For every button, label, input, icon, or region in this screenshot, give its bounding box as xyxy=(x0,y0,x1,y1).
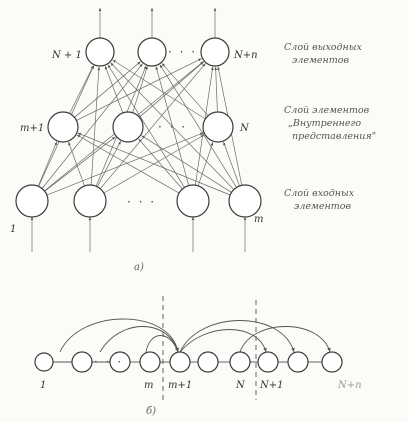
input-node xyxy=(176,184,210,218)
connection-edge xyxy=(110,62,235,190)
connection-edge xyxy=(104,65,124,114)
output-node xyxy=(137,37,167,67)
input-node xyxy=(228,184,262,218)
chain-node xyxy=(139,351,161,373)
input-last-label: m xyxy=(254,214,263,225)
connection-arc xyxy=(179,320,295,353)
connection-edge xyxy=(138,138,183,190)
hidden-layer-name: Слой элементов xyxy=(284,105,370,116)
output-node xyxy=(85,37,115,67)
output-node xyxy=(200,37,230,67)
figure-caption-a: а) xyxy=(134,262,144,273)
chain-label: m xyxy=(144,380,153,391)
hidden-node xyxy=(202,111,234,143)
hidden-layer-name: представления" xyxy=(292,131,376,142)
chain-node xyxy=(169,351,191,373)
output-layer-name: элементов xyxy=(292,55,349,66)
connection-edge xyxy=(132,66,148,113)
output-first-label: N + 1 xyxy=(51,50,82,61)
connection-edge xyxy=(68,141,85,187)
connection-edge xyxy=(139,61,204,118)
chain-node xyxy=(229,351,251,373)
connection-edge xyxy=(112,59,206,120)
input-ellipsis: · · · xyxy=(127,195,156,209)
chain-label: 1 xyxy=(40,380,46,391)
connection-edge xyxy=(37,141,58,187)
output-arrows xyxy=(98,8,217,38)
chain-node xyxy=(34,352,54,372)
chain-node xyxy=(71,351,93,373)
connection-edge xyxy=(41,63,143,189)
figure-caption-b: б) xyxy=(146,406,156,417)
chain-node xyxy=(109,351,131,373)
chain-node xyxy=(321,351,343,373)
hidden-layer-name: „Внутреннего xyxy=(288,118,361,129)
connection-edge xyxy=(77,132,231,196)
connection-edge xyxy=(90,66,101,186)
chain-label: N+n xyxy=(337,380,362,391)
layered-network: · · · · · · · · · N + 1 N+n m+1 N 1 m Сл… xyxy=(10,8,376,273)
connection-edge xyxy=(107,64,185,188)
input-node xyxy=(15,184,49,218)
input-layer-name: элементов xyxy=(294,201,351,212)
chain-node xyxy=(287,351,309,373)
chain-node xyxy=(257,351,279,373)
hidden-node xyxy=(112,111,144,143)
connection-edge xyxy=(44,136,116,192)
connection-arc xyxy=(145,335,179,353)
input-arrows xyxy=(30,217,247,252)
connection-edge xyxy=(100,63,206,189)
connection-edge xyxy=(76,58,202,121)
connection-edge xyxy=(141,135,232,193)
hidden-first-label: m+1 xyxy=(20,123,44,134)
hidden-ellipsis: · · · xyxy=(158,120,187,134)
chain-label: N+1 xyxy=(259,380,284,391)
sequential-network: · · · 1 m m+1 N N+1 N+n б) xyxy=(34,296,362,417)
chain-node xyxy=(197,351,219,373)
connection-edge xyxy=(161,63,209,116)
output-last-label: N+n xyxy=(233,50,258,61)
connection-edge xyxy=(74,61,141,118)
connection-edge xyxy=(159,64,237,188)
connection-edge xyxy=(197,142,214,186)
chain-label: m+1 xyxy=(168,380,192,391)
input-first-label: 1 xyxy=(10,224,16,235)
connection-edge xyxy=(214,66,218,113)
connection-arc xyxy=(239,326,331,353)
input-node xyxy=(73,184,107,218)
chain-label: N xyxy=(235,380,246,391)
connection-edge xyxy=(69,65,94,114)
connection-edge xyxy=(223,141,240,187)
hidden-last-label: N xyxy=(239,123,250,134)
connection-arc xyxy=(179,329,267,353)
chain-ellipsis: · · · xyxy=(94,355,123,369)
output-layer-name: Слой выходных xyxy=(284,42,363,53)
hidden-node xyxy=(47,111,79,143)
connection-arc xyxy=(99,326,179,353)
connection-arc xyxy=(59,318,180,353)
output-ellipsis: · · · xyxy=(168,45,197,59)
input-layer-name: Слой входных xyxy=(284,188,355,199)
